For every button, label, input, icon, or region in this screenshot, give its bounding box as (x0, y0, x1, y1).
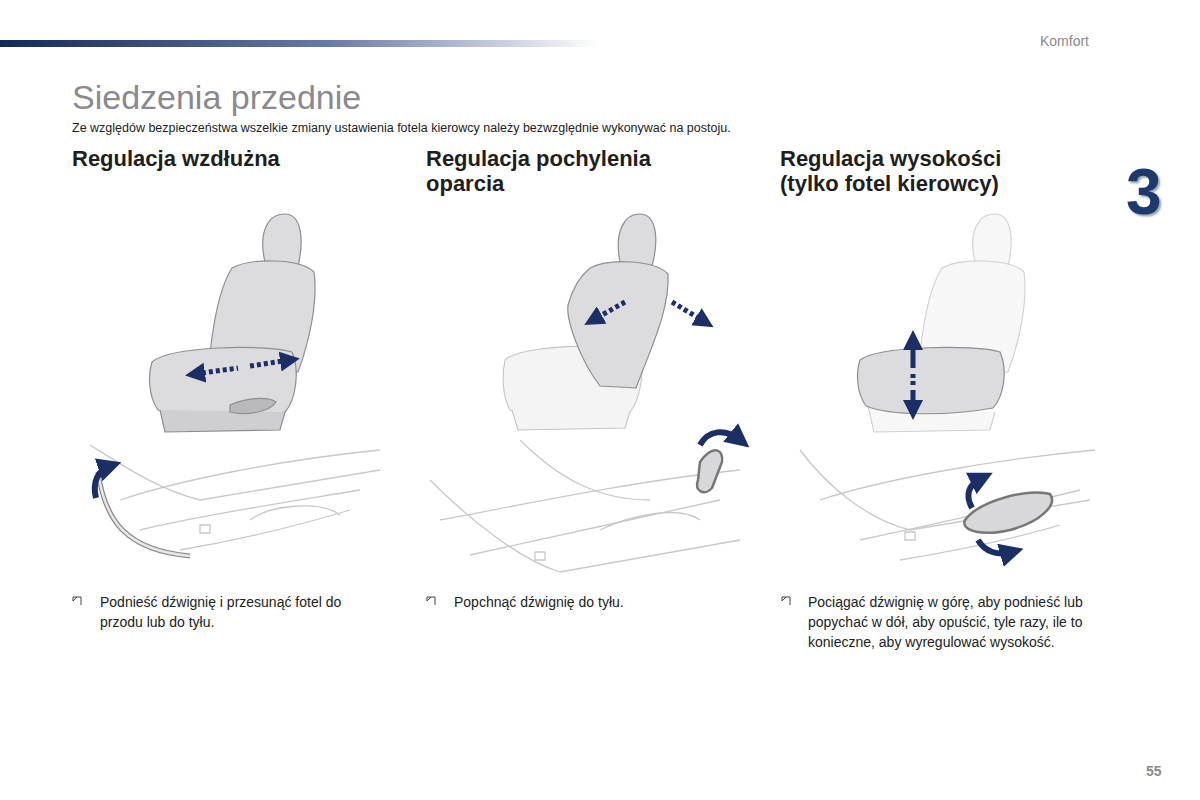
section-heading: Regulacja wzdłużna (72, 146, 372, 171)
header-bar (0, 40, 600, 47)
lever-arrow (968, 478, 982, 508)
backrest (568, 214, 668, 388)
page-title: Siedzenia przednie (72, 78, 361, 117)
chapter-number: 3 (1126, 160, 1162, 224)
lever-arrow (978, 540, 1012, 554)
instruction-text: Podnieść dźwignię i przesunąć fotel do p… (100, 592, 385, 632)
seat-detail (800, 450, 1095, 560)
height-arrows (911, 340, 916, 410)
lever-arrow (700, 432, 740, 445)
seat-detail (90, 445, 380, 556)
lever-arrow (95, 466, 110, 498)
instruction-text: Pociągać dźwignię w górę, aby podnieść l… (808, 592, 1093, 652)
seat-cushion (858, 347, 1005, 413)
safety-note: Ze względów bezpieczeństwa wszelkie zmia… (72, 121, 1072, 135)
section-name: Komfort (1040, 33, 1089, 49)
recline-arrows (593, 302, 705, 322)
seat-detail (430, 440, 740, 572)
page-number: 55 (1146, 763, 1162, 779)
section-heading: Regulacja pochylenia oparcia (426, 146, 701, 196)
section-heading: Regulacja wysokości (tylko fotel kierowc… (780, 146, 1050, 196)
slide-arrows (195, 360, 290, 374)
instruction-text: Popchnąć dźwignię do tyłu. (454, 592, 739, 612)
seat-illustration (150, 214, 316, 432)
